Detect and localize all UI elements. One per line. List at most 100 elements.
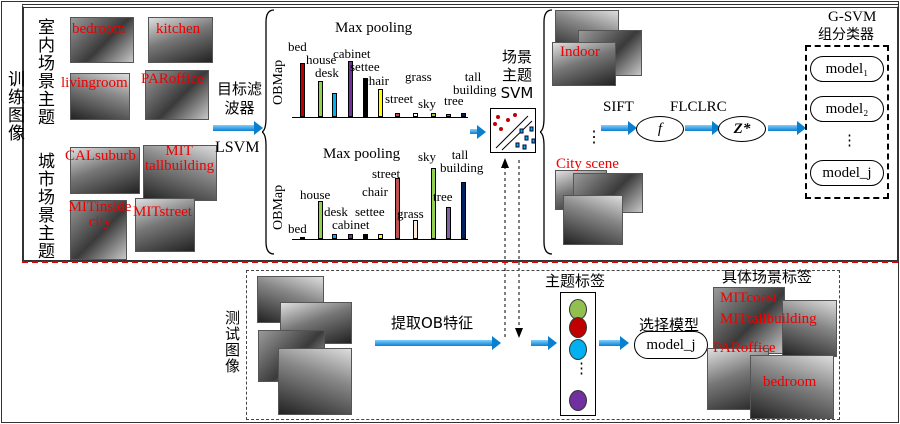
topic-labels-box bbox=[560, 292, 596, 416]
calsuburb-image bbox=[70, 147, 140, 194]
arrow-icon bbox=[375, 336, 501, 350]
flclrc-label: FLCLRC bbox=[670, 99, 727, 115]
bar-label: tall building bbox=[440, 147, 484, 175]
bar-chair bbox=[378, 89, 383, 117]
topic-label-dot bbox=[569, 339, 587, 360]
chart-title: Max pooling bbox=[323, 146, 401, 162]
bar-street bbox=[395, 178, 400, 239]
topic-label-dot bbox=[569, 317, 587, 338]
scene-theme-svm-label: 场景主题SVM bbox=[500, 48, 534, 102]
bar-label: street bbox=[372, 166, 401, 181]
mit-street-image bbox=[135, 198, 195, 252]
svm-classifier-icon bbox=[490, 108, 536, 153]
arrow-icon bbox=[531, 336, 557, 350]
bar-label: grass bbox=[397, 206, 424, 221]
image-label: MIT tallbuilding bbox=[145, 143, 215, 174]
separator-line bbox=[22, 261, 898, 263]
result-image bbox=[750, 355, 834, 419]
z-node: Z* bbox=[718, 116, 766, 142]
bar-desk bbox=[332, 93, 337, 117]
bar-cabinet bbox=[348, 234, 353, 239]
arrow-icon bbox=[768, 121, 806, 135]
bar-label: tree bbox=[444, 93, 464, 108]
image-label: CALsuburb bbox=[65, 148, 136, 164]
image-label: bedroom bbox=[72, 21, 126, 37]
bar-label: bed bbox=[288, 39, 307, 54]
bar-house bbox=[318, 81, 323, 117]
bar-sky bbox=[431, 168, 436, 239]
mit-tallbuilding-image bbox=[143, 145, 217, 201]
bar-grass bbox=[413, 220, 418, 239]
kitchen-image bbox=[148, 17, 213, 63]
scene-label: PARoffice bbox=[713, 340, 776, 356]
arrow-icon bbox=[685, 121, 721, 135]
chart-ylabel: OBMap bbox=[271, 184, 286, 230]
arrow-icon bbox=[470, 125, 486, 139]
training-label: 训练图像 bbox=[4, 70, 24, 142]
bar-tree bbox=[446, 207, 451, 239]
bar-cabinet bbox=[348, 61, 353, 117]
indoor-theme-label: 室内场景主题 bbox=[34, 18, 54, 126]
city-image bbox=[563, 195, 623, 245]
bar-bed bbox=[300, 237, 305, 239]
image-label: MITinside city bbox=[68, 199, 132, 230]
bar-street bbox=[395, 113, 400, 117]
f-node: f bbox=[636, 116, 684, 142]
mit-insidecity-image bbox=[70, 200, 127, 260]
topic-labels-title: 主题标签 bbox=[545, 272, 606, 290]
bar-label: bed bbox=[288, 221, 307, 236]
bar-bed bbox=[300, 63, 305, 117]
left-brace-icon bbox=[540, 9, 553, 255]
bar-label: house bbox=[306, 52, 337, 67]
bar-desk bbox=[332, 234, 337, 239]
dots: ⋮ bbox=[842, 133, 857, 149]
bar-grass bbox=[413, 113, 418, 117]
bar-label: desk bbox=[324, 204, 348, 219]
result-image bbox=[782, 300, 837, 357]
image-label: PARoffice bbox=[141, 71, 204, 87]
city-theme-label: 城市场景主题 bbox=[34, 152, 54, 260]
test-image bbox=[278, 348, 352, 415]
specific-labels-title: 具体场景标签 bbox=[722, 268, 813, 286]
bar-label: chair bbox=[363, 73, 389, 88]
arrow-icon bbox=[599, 336, 629, 350]
x-axis bbox=[292, 239, 468, 240]
testing-frame bbox=[246, 270, 840, 420]
selected-model: model_j bbox=[634, 331, 708, 359]
left-brace-icon bbox=[262, 9, 275, 255]
image-label: MITstreet bbox=[133, 204, 192, 220]
x-axis bbox=[292, 117, 468, 118]
extract-ob-label: 提取OB特征 bbox=[391, 314, 474, 332]
arrow-icon bbox=[213, 121, 263, 135]
bedroom-image bbox=[70, 17, 134, 63]
bar-house bbox=[318, 201, 323, 239]
bar-settee bbox=[363, 78, 368, 117]
bar-label: cabinet bbox=[333, 46, 371, 61]
object-filter-label: 目标滤波器 bbox=[217, 80, 263, 117]
scene-label: MITcoast bbox=[720, 290, 778, 306]
bar-tree bbox=[446, 114, 451, 117]
gsvm-title: G-SVM bbox=[828, 9, 877, 25]
bar-label: tall building bbox=[453, 69, 497, 97]
bar-label: desk bbox=[315, 65, 339, 80]
dashed-feedback-arrows bbox=[501, 158, 523, 340]
bar-label: chair bbox=[362, 184, 388, 199]
bar-tall-building bbox=[461, 113, 466, 117]
model-j: model_j bbox=[810, 160, 884, 186]
gsvm-group bbox=[805, 45, 889, 199]
bar-chair bbox=[378, 234, 383, 239]
dots: ⋮ bbox=[586, 129, 602, 146]
bar-label: sky bbox=[418, 149, 437, 164]
chart-title: Max pooling bbox=[335, 20, 413, 36]
bar-tall-building bbox=[461, 182, 466, 239]
bar-label: cabinet bbox=[332, 217, 370, 232]
image-label: kitchen bbox=[156, 21, 201, 37]
image-label: livingroom bbox=[61, 75, 128, 91]
topic-label-dot bbox=[569, 390, 587, 411]
bar-label: house bbox=[300, 187, 331, 202]
model-2: model₂ bbox=[810, 96, 884, 122]
gsvm-subtitle: 组分类器 bbox=[818, 27, 874, 43]
sift-label: SIFT bbox=[603, 99, 634, 115]
bar-label: grass bbox=[405, 69, 432, 84]
chart-ylabel: OBMap bbox=[271, 59, 286, 105]
